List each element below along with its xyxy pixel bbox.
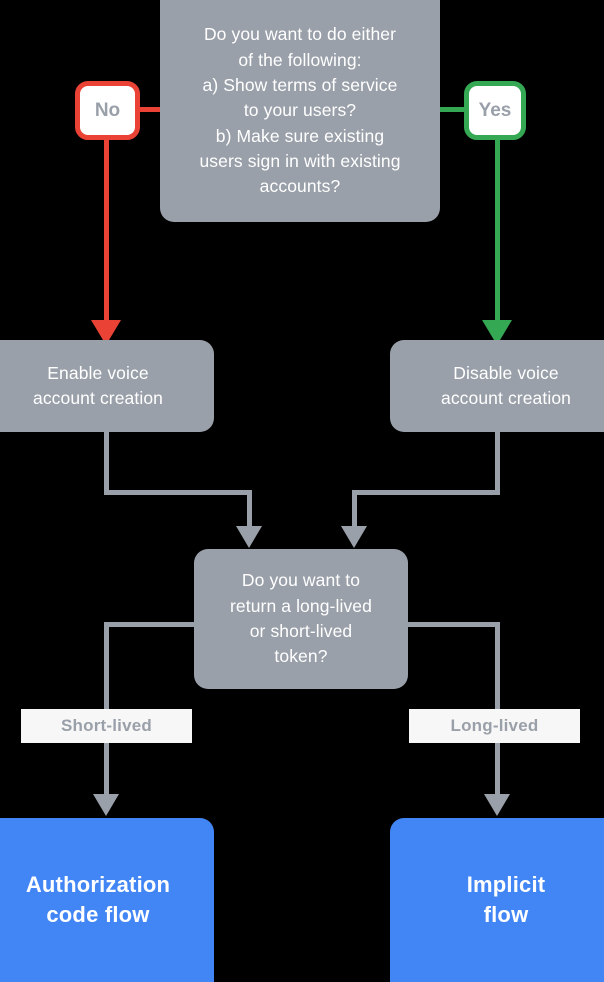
edge-disable-across	[352, 490, 500, 495]
text-line: flow	[483, 902, 529, 927]
node-top-decision-text: Do you want to do either of the followin…	[199, 22, 400, 200]
node-top-decision: Do you want to do either of the followin…	[160, 0, 440, 222]
badge-no[interactable]: No	[75, 81, 140, 140]
edge-long-across	[404, 622, 500, 627]
text-line: or short-lived	[249, 621, 353, 641]
edge-disable-drop	[352, 490, 357, 528]
node-token-decision-text: Do you want to return a long-lived or sh…	[230, 568, 372, 670]
text-line: token?	[274, 646, 328, 667]
arrowhead-long-to-implicit	[484, 794, 510, 816]
text-line: of the following:	[238, 49, 362, 70]
arrowhead-enable-to-token	[236, 526, 262, 548]
edge-enable-across	[104, 490, 252, 495]
edge-label-long-lived: Long-lived	[409, 709, 580, 743]
badge-yes-label: Yes	[478, 99, 512, 121]
node-authorization-code-flow: Authorization code flow	[0, 818, 214, 982]
text-line: Authorization	[25, 872, 171, 898]
edge-short-across	[104, 622, 200, 627]
node-implicit-flow-text: Implicit flow	[467, 870, 546, 929]
text-line: Do you want to do either	[203, 24, 397, 45]
edge-disable-down	[495, 432, 500, 490]
node-enable-voice-account-creation: Enable voice account creation	[0, 340, 214, 432]
text-line: Do you want to	[241, 570, 361, 591]
node-disable-voice-text: Disable voice account creation	[441, 361, 571, 412]
text-line: b) Make sure existing	[215, 125, 385, 146]
edge-no-vertical	[104, 140, 109, 328]
text-line: accounts?	[259, 176, 341, 197]
text-line: Implicit	[466, 872, 546, 898]
node-disable-voice-account-creation: Disable voice account creation	[390, 340, 604, 432]
node-implicit-flow: Implicit flow	[390, 818, 604, 982]
text-line: return a long-lived	[230, 595, 372, 616]
text-line: a) Show terms of service	[202, 74, 398, 95]
badge-yes[interactable]: Yes	[464, 81, 526, 140]
node-token-decision: Do you want to return a long-lived or sh…	[194, 549, 408, 689]
text-line: to your users?	[243, 100, 357, 121]
edge-label-short-lived: Short-lived	[21, 709, 192, 743]
node-enable-voice-text: Enable voice account creation	[33, 361, 163, 412]
edge-enable-drop	[247, 490, 252, 528]
arrowhead-disable-to-token	[341, 526, 367, 548]
node-authorization-code-flow-text: Authorization code flow	[26, 870, 170, 929]
edge-label-long-lived-text: Long-lived	[450, 716, 539, 735]
edge-yes-vertical	[495, 140, 500, 328]
text-line: account creation	[32, 388, 163, 408]
text-line: Disable voice	[453, 362, 559, 383]
edge-enable-down	[104, 432, 109, 490]
arrowhead-short-to-auth	[93, 794, 119, 816]
edge-no-stub	[140, 107, 164, 112]
text-line: Enable voice	[47, 362, 149, 383]
edge-yes-stub	[440, 107, 464, 112]
text-line: account creation	[440, 388, 571, 408]
text-line: users sign in with existing	[199, 151, 401, 172]
text-line: code flow	[46, 902, 150, 927]
badge-no-label: No	[94, 99, 121, 121]
edge-label-short-lived-text: Short-lived	[61, 716, 152, 735]
